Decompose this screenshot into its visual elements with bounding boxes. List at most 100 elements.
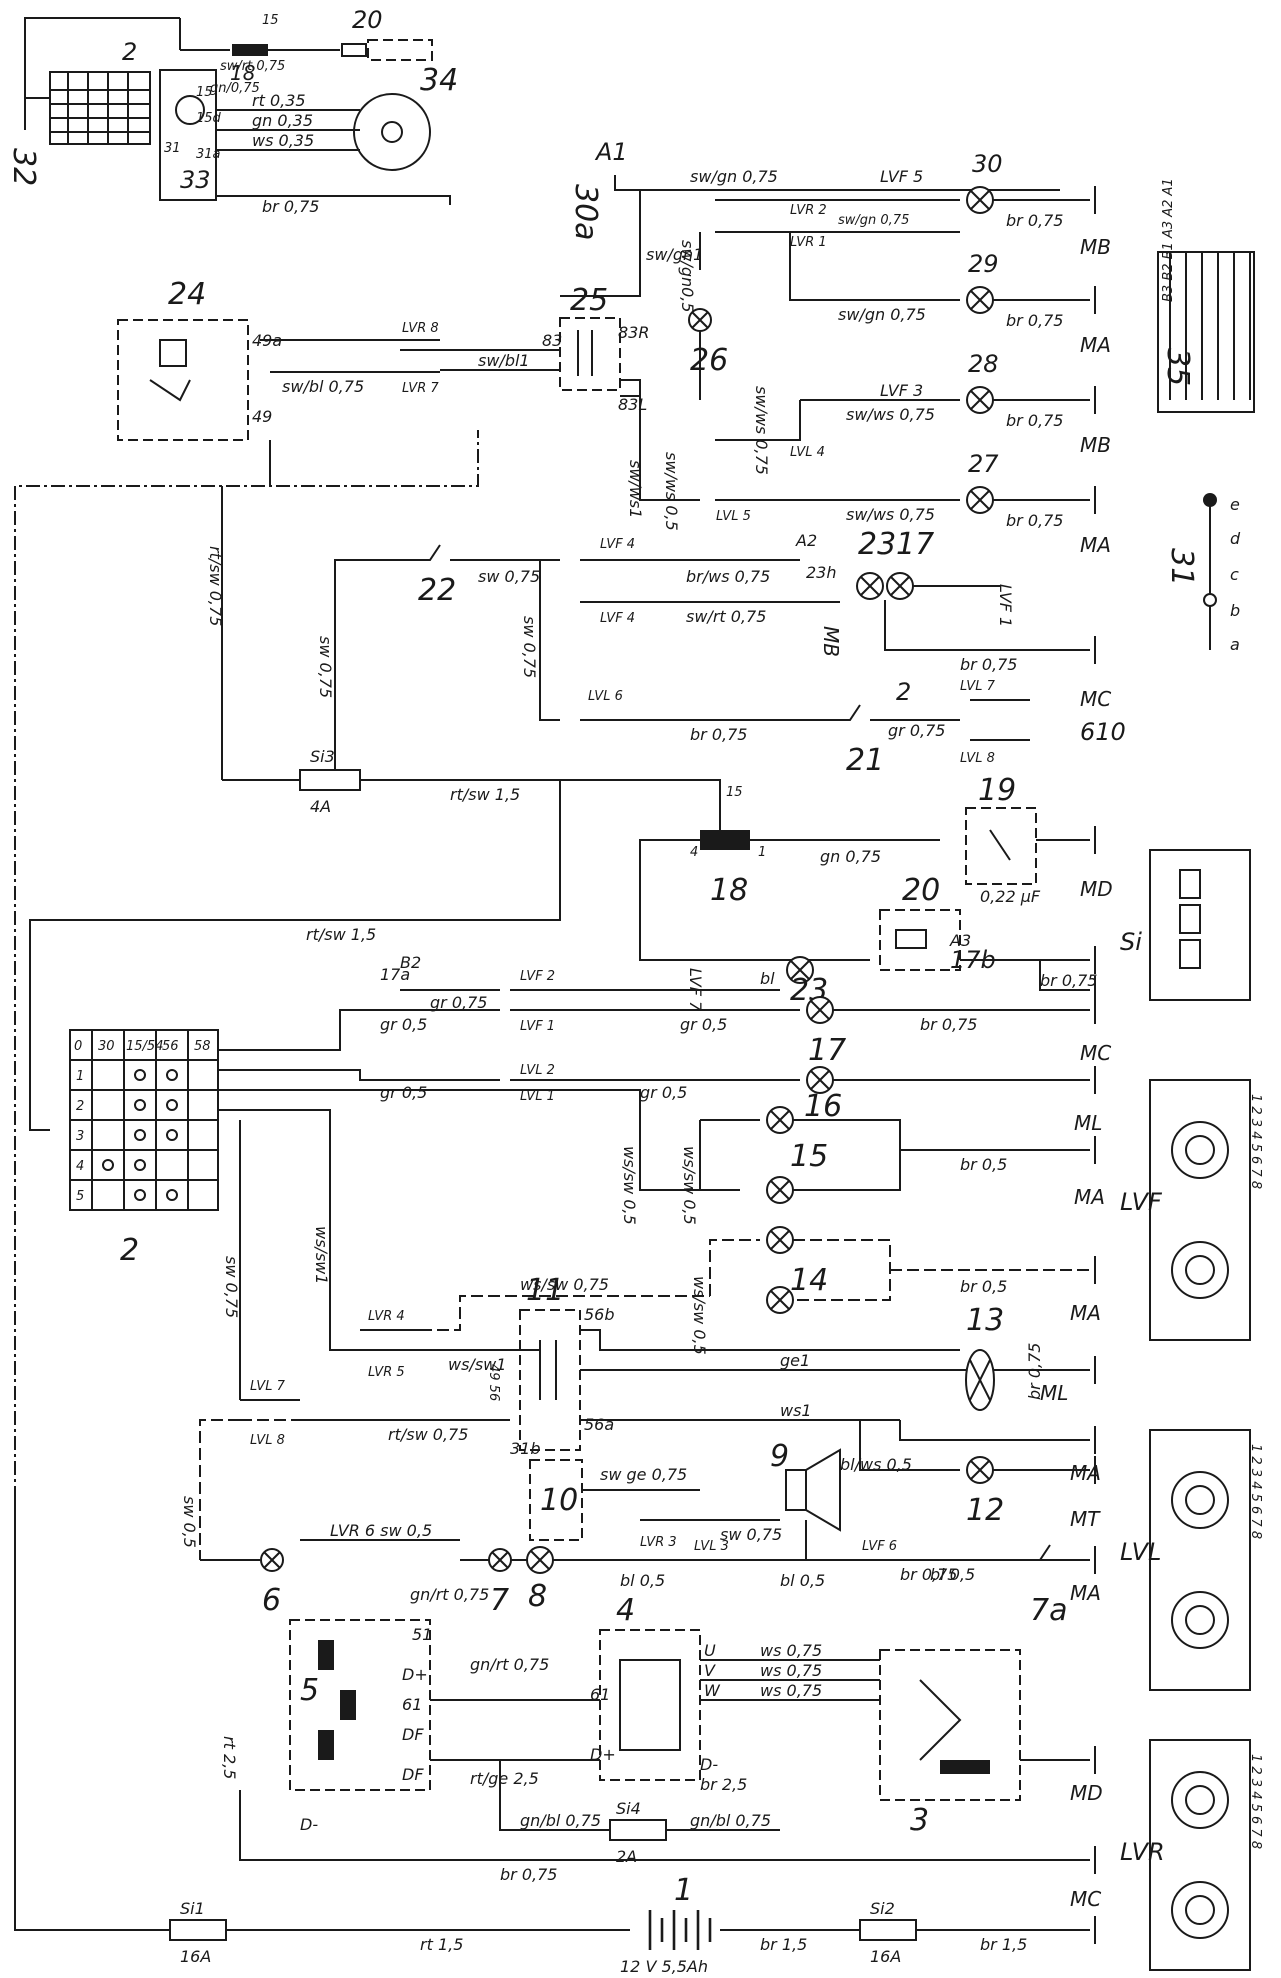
lvl7-mid: LVL 7 <box>960 679 996 694</box>
label-5: 5 <box>300 1673 319 1708</box>
lvl1-lower: LVL 1 <box>520 1089 555 1104</box>
label-6: 6 <box>262 1583 281 1618</box>
label-18-top: 18 <box>230 61 255 85</box>
label-21: 21 <box>846 743 884 778</box>
label-35: 35 <box>1160 348 1195 386</box>
label-26: 26 <box>690 343 728 378</box>
mc-lower: MC <box>1080 1041 1111 1065</box>
ma-27: MA <box>1080 533 1111 557</box>
wire-br05-15: br 0,5 <box>960 1155 1007 1174</box>
wire-br075-13: br 0,75 <box>1025 1343 1044 1400</box>
rectifier-4 <box>599 1629 701 1781</box>
wire-swgn05: sw/gn0,5 <box>678 240 697 313</box>
wire-gnrt075-a: gn/rt 0,75 <box>410 1585 489 1604</box>
lvf4: LVF 4 <box>600 537 635 552</box>
wire-swgn075-mid: sw/gn 0,75 <box>838 213 909 228</box>
label-11: 11 <box>526 1273 564 1308</box>
legend-e: e <box>1230 495 1240 514</box>
label-30: 30 <box>972 150 1003 178</box>
label-30a: 30a <box>568 184 603 241</box>
wire-sw075-b: sw 0,75 <box>478 567 540 586</box>
wire-wssw1: ws/sw1 <box>312 1226 331 1284</box>
label-17-lower: 17 <box>808 1033 846 1068</box>
lamp-6 <box>260 1548 284 1572</box>
wire-swgn075-29: sw/gn 0,75 <box>838 305 926 324</box>
connector-35-pins: B3 B2 B1 A3 A2 A1 <box>1161 178 1176 302</box>
lvl5: LVL 5 <box>716 509 751 524</box>
fuse-4a: 4A <box>310 797 331 816</box>
mb-30: MB <box>1080 235 1111 259</box>
label-33: 33 <box>180 166 211 194</box>
wire-wssw05-14: ws/sw 0,5 <box>690 1276 709 1355</box>
lvl6: LVL 6 <box>588 689 623 704</box>
switch-hdr-1554: 15/54 <box>126 1039 163 1054</box>
suppressor-20 <box>879 909 961 971</box>
battery-rating: 12 V 5,5Ah <box>620 1957 708 1976</box>
label-31: 31 <box>1164 548 1199 586</box>
ma-29: MA <box>1080 333 1111 357</box>
wire-swrt075: sw/rt 0,75 <box>220 59 285 74</box>
wire-gr05-a: gr 0,5 <box>380 1015 427 1034</box>
mc-batt: MC <box>1070 1887 1101 1911</box>
label-lvr: LVR <box>1120 1838 1165 1866</box>
label-1: 1 <box>674 1873 693 1908</box>
mc-mid: MC <box>1080 687 1111 711</box>
relay-10 <box>529 1459 583 1541</box>
lvr3-lower: LVR 3 <box>640 1535 677 1550</box>
si4: Si4 <box>616 1799 641 1818</box>
lvf6-lower: LVF 6 <box>862 1539 897 1554</box>
label-17b: 17b <box>950 946 996 974</box>
lamp-17-lower <box>806 996 834 1024</box>
wire-rt25: rt 2,5 <box>220 1736 239 1779</box>
lvl8-lower: LVL 8 <box>250 1433 285 1448</box>
label-25: 25 <box>570 283 608 318</box>
label-24: 24 <box>168 277 206 312</box>
lvr4-lower: LVR 4 <box>368 1309 405 1324</box>
label-si: Si <box>1120 928 1142 956</box>
term-dminus: D- <box>300 1815 318 1834</box>
relay-18-top <box>232 44 268 56</box>
wire-ws075-b: ws 0,75 <box>760 1661 822 1680</box>
label-17-mid: 17 <box>896 527 934 562</box>
fuse-2a: 2A <box>616 1847 637 1866</box>
wire-rtsw075: rt/sw 0,75 <box>206 546 225 626</box>
wire-wssw1-b: ws/sw1 <box>448 1355 506 1374</box>
wire-br075-17b: br 0,75 <box>1040 971 1097 990</box>
switch-row-4: 4 <box>76 1159 84 1174</box>
label-13: 13 <box>966 1303 1004 1338</box>
wire-br075-mid: br 0,75 <box>960 655 1017 674</box>
plug-lvf-nums: 1 2 3 4 5 6 7 8 <box>1248 1094 1263 1189</box>
wire-sw075-lower: sw 0,75 <box>222 1256 241 1318</box>
label-23-mid: 23 <box>858 527 896 562</box>
wire-swws075-27: sw/ws 0,75 <box>846 505 935 524</box>
switch-row-1: 1 <box>76 1069 84 1084</box>
fuse-si4 <box>609 1819 667 1841</box>
wire-br15-b: br 1,5 <box>980 1935 1027 1954</box>
wire-br25: br 2,5 <box>700 1775 747 1794</box>
wire-ws075-a: ws 0,75 <box>760 1641 822 1660</box>
label-18-mid: 18 <box>710 873 748 908</box>
term-31: 31 <box>164 141 181 156</box>
label-2-mid: 2 <box>896 678 911 706</box>
label-15: 15 <box>790 1139 828 1174</box>
term-61-rect: 61 <box>590 1685 610 1704</box>
ma-15: MA <box>1074 1185 1105 1209</box>
wire-ws1: ws1 <box>780 1401 812 1420</box>
lvl3-lower: LVL 3 <box>694 1539 729 1554</box>
wire-br075-21: br 0,75 <box>690 725 747 744</box>
wire-rtsw15-lower: rt/sw 1,5 <box>306 925 376 944</box>
label-19: 19 <box>978 773 1016 808</box>
instrument-33 <box>159 69 217 201</box>
term-61: 61 <box>402 1695 422 1714</box>
legend-b: b <box>1230 601 1240 620</box>
flasher-25 <box>559 317 621 391</box>
lamp-14-a <box>766 1226 794 1254</box>
term-31a: 31a <box>196 147 221 162</box>
wire-br075-top: br 0,75 <box>262 197 319 216</box>
lamp-7 <box>488 1548 512 1572</box>
wire-br075-9: br 0,75 <box>900 1565 957 1584</box>
fuse-16a-a: 16A <box>180 1947 211 1966</box>
fuse-si2 <box>859 1919 917 1941</box>
label-9: 9 <box>770 1439 789 1474</box>
ma-14: MA <box>1070 1301 1101 1325</box>
